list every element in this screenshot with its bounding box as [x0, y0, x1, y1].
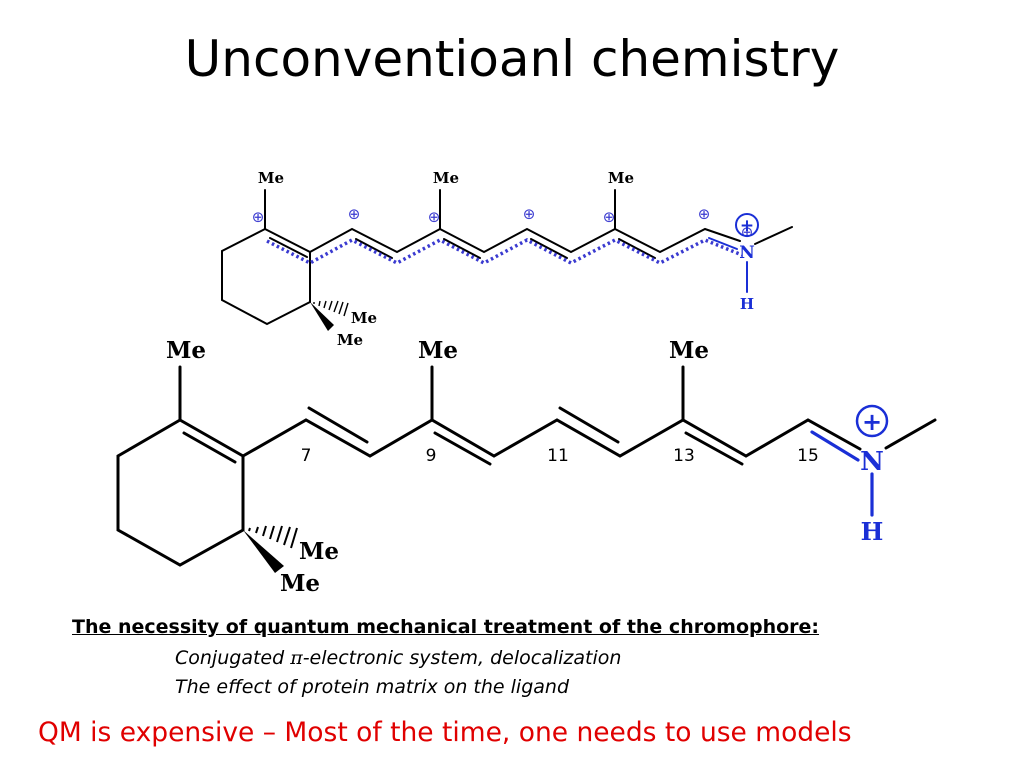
top-methyl-label: Me: [351, 309, 377, 327]
carbon-number-label: 7: [301, 446, 312, 466]
conjugation-text-post: -electronic system, delocalization: [302, 647, 622, 669]
partial-charge-symbol: ⊕: [698, 205, 711, 223]
qm-statement: QM is expensive – Most of the time, one …: [38, 717, 852, 748]
necessity-heading: The necessity of quantum mechanical trea…: [72, 616, 820, 638]
top-hydrogen-label: H: [740, 295, 754, 313]
top-methyl-label: Me: [433, 169, 459, 187]
bottom-ring: [116, 418, 245, 567]
carbon-number-label: 9: [426, 446, 437, 466]
top-polyene-chain: [309, 227, 741, 254]
partial-charge-symbol: ⊕: [523, 205, 536, 223]
top-gem-wedge-bond: [310, 302, 334, 331]
top-methyl-label: Me: [258, 169, 284, 187]
bottom-positive-charge-circle: [855, 404, 889, 438]
bottom-charge-symbol: +: [862, 408, 882, 436]
page-title: Unconventioanl chemistry: [184, 30, 840, 88]
bottom-gem-wedge-bond: [243, 530, 284, 573]
partial-charges: ⊕ ⊕ ⊕ ⊕ ⊕ ⊕ ⊕: [252, 205, 754, 241]
partial-charge-symbol: ⊕: [252, 208, 265, 226]
partial-charge-symbol: ⊕: [348, 205, 361, 223]
retinal-chromophore-diagram: ⊕ ⊕ ⊕ ⊕ ⊕ ⊕ ⊕ + Me Me Me Me Me N H: [116, 169, 937, 597]
delocalization-path: [266, 238, 743, 265]
partial-charge-symbol: ⊕: [603, 208, 616, 226]
bottom-methyl-label: Me: [166, 337, 206, 364]
bottom-methyl-label: Me: [299, 538, 339, 565]
bottom-gem-hash-bond: [248, 525, 298, 549]
protein-matrix-line: The effect of protein matrix on the liga…: [175, 676, 570, 698]
bottom-methyl-label: Me: [669, 337, 709, 364]
bottom-methyl-label: Me: [418, 337, 458, 364]
bottom-nitrogen-label: N: [860, 447, 884, 477]
top-gem-hash-bond: [313, 300, 349, 317]
carbon-number-label: 11: [547, 446, 569, 466]
conjugation-line: Conjugated π-electronic system, delocali…: [175, 647, 621, 669]
top-nitrogen-label: N: [739, 243, 755, 263]
carbon-number-label: 15: [797, 446, 819, 466]
top-ring: [221, 228, 311, 326]
top-methyl-label: Me: [337, 331, 363, 349]
bottom-polyene-chain: [241, 418, 862, 458]
partial-charge-symbol: ⊕: [428, 208, 441, 226]
conjugation-text-pre: Conjugated: [175, 647, 291, 669]
top-positive-charge-circle: [735, 213, 759, 237]
top-methyl-label: Me: [608, 169, 634, 187]
top-molecule: ⊕ ⊕ ⊕ ⊕ ⊕ ⊕ ⊕ + Me Me Me Me Me N H: [221, 169, 793, 349]
bottom-molecule: + Me Me Me Me Me N H 7 9 11 13 15: [116, 337, 937, 597]
carbon-number-label: 13: [673, 446, 695, 466]
pi-symbol: π: [290, 647, 303, 669]
top-charge-symbol: +: [740, 216, 754, 236]
bottom-methyl-label: Me: [280, 570, 320, 597]
bottom-hydrogen-label: H: [861, 517, 884, 546]
